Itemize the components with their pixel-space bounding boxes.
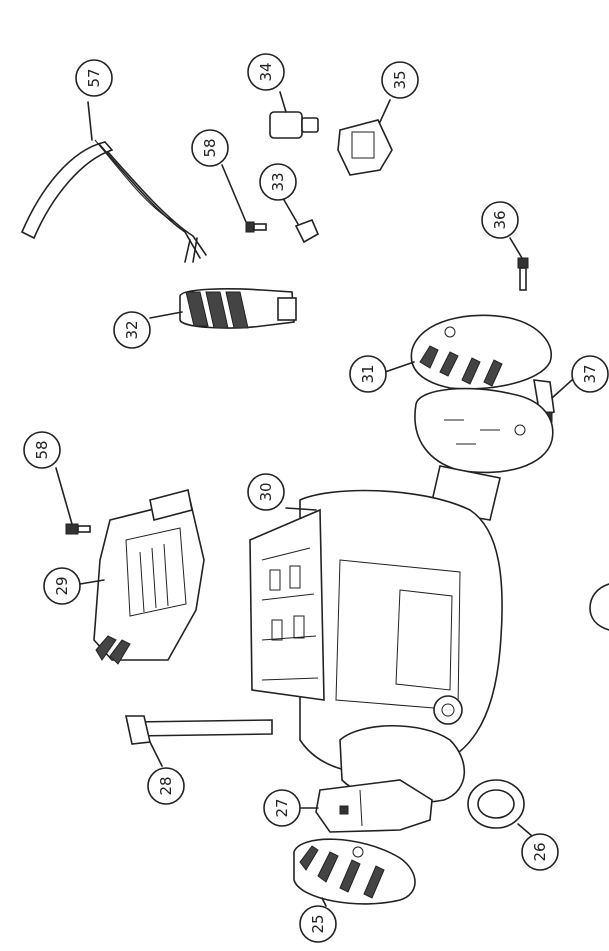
part-29-terminal-cover — [79, 489, 205, 665]
svg-text:27: 27 — [273, 798, 291, 817]
callout-26: 26 — [521, 833, 559, 871]
callout-29: 29 — [43, 567, 81, 605]
svg-text:34: 34 — [257, 62, 275, 81]
part-34-knob — [269, 91, 319, 139]
callout-30: 30 — [247, 473, 285, 511]
svg-text:37: 37 — [581, 364, 599, 383]
callout-57-label: 57 — [85, 68, 103, 87]
svg-text:29: 29 — [53, 576, 71, 595]
svg-text:35: 35 — [391, 70, 409, 89]
callout-36: 36 — [481, 201, 519, 239]
part-58-screw-top — [221, 164, 267, 233]
svg-text:58: 58 — [33, 440, 51, 459]
svg-text:32: 32 — [123, 320, 141, 339]
callout-partial-edge — [589, 583, 609, 631]
callout-31: 31 — [349, 355, 387, 393]
part-25-front-cover — [293, 838, 416, 907]
part-31-cover — [384, 314, 552, 390]
svg-text:26: 26 — [531, 842, 549, 861]
callout-33: 33 — [259, 163, 297, 201]
part-27-module — [299, 779, 433, 833]
svg-text:58: 58 — [201, 138, 219, 157]
svg-text:25: 25 — [309, 914, 327, 933]
svg-text:30: 30 — [257, 482, 275, 501]
callout-37: 37 — [571, 355, 609, 393]
svg-text:36: 36 — [491, 210, 509, 229]
part-36-screw — [509, 237, 529, 291]
callout-35: 35 — [381, 61, 419, 99]
callout-58-top: 58 — [191, 129, 229, 167]
callout-58-left: 58 — [23, 431, 61, 469]
part-28-rod — [125, 715, 273, 767]
svg-text:31: 31 — [359, 364, 377, 383]
part-57-cable — [21, 101, 207, 263]
callout-25: 25 — [299, 905, 337, 943]
callout-28: 28 — [147, 767, 185, 805]
part-35-switch — [337, 99, 393, 176]
part-30-pump-body — [249, 387, 554, 804]
part-32-cable-gland — [149, 288, 297, 329]
callout-32: 32 — [113, 311, 151, 349]
svg-text:28: 28 — [157, 776, 175, 795]
part-58-screw-left — [55, 467, 91, 535]
callout-57: 57 — [75, 59, 113, 97]
callout-34: 34 — [247, 53, 285, 91]
svg-text:33: 33 — [269, 172, 287, 191]
part-26-ring — [467, 779, 533, 837]
part-33-nut — [283, 199, 320, 244]
callout-27: 27 — [263, 789, 301, 827]
